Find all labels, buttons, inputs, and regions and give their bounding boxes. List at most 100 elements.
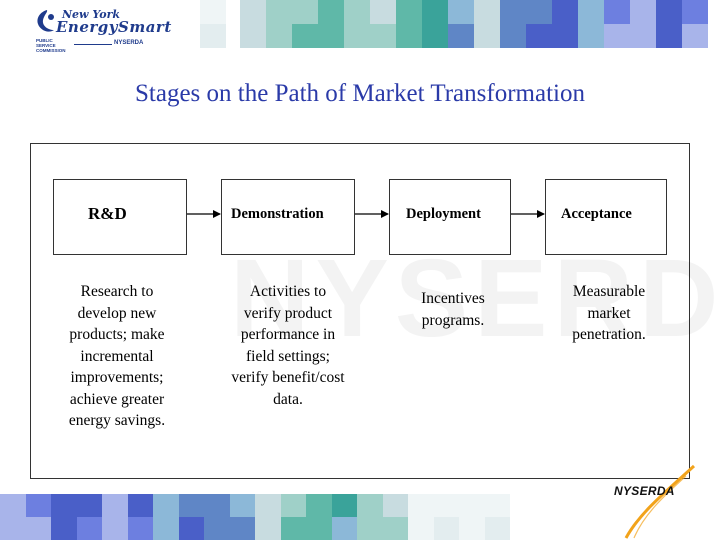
stage-box-acceptance: Acceptance <box>545 179 667 255</box>
stage-description-acceptance: Measurable market penetration. <box>572 283 646 343</box>
mosaic-tile <box>229 517 255 540</box>
mosaic-tile <box>474 0 500 24</box>
mosaic-tile <box>526 24 552 48</box>
diagram-frame <box>30 143 690 479</box>
header-mosaic-banner <box>200 0 720 48</box>
mosaic-tile <box>266 24 292 48</box>
footer-mosaic-banner <box>0 494 530 540</box>
mosaic-tile <box>604 0 630 24</box>
mosaic-tile <box>682 24 708 48</box>
mosaic-tile <box>318 0 344 24</box>
mosaic-tile <box>76 517 102 540</box>
mosaic-tile <box>344 24 370 48</box>
mosaic-tile <box>408 517 434 540</box>
mosaic-tile <box>76 494 102 517</box>
mosaic-tile <box>51 517 77 540</box>
mosaic-tile <box>204 494 230 517</box>
mosaic-tile <box>306 494 332 517</box>
mosaic-tile <box>51 494 77 517</box>
energy-smart-logo: New York EnergySmart PUBLIC SERVICE COMM… <box>34 8 194 53</box>
mosaic-tile <box>630 0 656 24</box>
mosaic-tile <box>331 494 357 517</box>
stage-box-rnd: R&D <box>53 179 187 255</box>
mosaic-tile <box>433 517 459 540</box>
mosaic-tile <box>240 0 266 24</box>
logo-swirl-icon <box>37 10 54 32</box>
mosaic-tile <box>229 494 255 517</box>
stage-label-demonstration: Demonstration <box>231 206 324 222</box>
stage-description-demonstration: Activities to verify product performance… <box>231 283 345 408</box>
mosaic-tile <box>370 24 396 48</box>
footer-nyserda-logo: NYSERDA <box>614 484 675 498</box>
mosaic-tile <box>255 517 281 540</box>
mosaic-tile <box>25 494 51 517</box>
mosaic-tile <box>292 0 318 24</box>
page-title: Stages on the Path of Market Transformat… <box>135 80 585 107</box>
mosaic-tile <box>422 0 448 24</box>
mosaic-tile <box>357 517 383 540</box>
mosaic-tile <box>200 0 226 24</box>
mosaic-tile <box>370 0 396 24</box>
mosaic-tile <box>396 24 422 48</box>
mosaic-tile <box>578 24 604 48</box>
mosaic-tile <box>25 517 51 540</box>
mosaic-tile <box>578 0 604 24</box>
mosaic-tile <box>102 494 128 517</box>
mosaic-tile <box>280 494 306 517</box>
mosaic-tile <box>255 494 281 517</box>
mosaic-tile <box>433 494 459 517</box>
mosaic-tile <box>552 24 578 48</box>
logo-text-nyserda: NYSERDA <box>114 40 144 46</box>
mosaic-tile <box>630 24 656 48</box>
mosaic-tile <box>382 517 408 540</box>
logo-text-psc: PUBLIC SERVICE COMMISSION <box>36 38 66 53</box>
mosaic-tile <box>656 0 682 24</box>
mosaic-tile <box>178 494 204 517</box>
mosaic-tile <box>127 517 153 540</box>
mosaic-tile <box>604 24 630 48</box>
mosaic-tile <box>306 517 332 540</box>
mosaic-tile <box>382 494 408 517</box>
mosaic-tile <box>408 494 434 517</box>
mosaic-tile <box>292 24 318 48</box>
mosaic-tile <box>153 494 179 517</box>
logo-text-new-york: New York <box>62 8 121 21</box>
mosaic-tile <box>344 0 370 24</box>
mosaic-tile <box>280 517 306 540</box>
stage-label-deployment: Deployment <box>406 206 481 222</box>
mosaic-tile <box>484 517 510 540</box>
mosaic-tile <box>204 517 230 540</box>
mosaic-tile <box>526 0 552 24</box>
mosaic-tile <box>448 24 474 48</box>
footer-swoosh-icon <box>624 464 696 539</box>
mosaic-tile <box>552 0 578 24</box>
logo-rule <box>74 44 112 45</box>
logo-text-energy-smart: EnergySmart <box>56 18 172 36</box>
mosaic-tile <box>500 24 526 48</box>
mosaic-tile <box>240 24 266 48</box>
mosaic-tile <box>102 517 128 540</box>
mosaic-tile <box>0 517 26 540</box>
mosaic-tile <box>459 517 485 540</box>
stage-label-acceptance: Acceptance <box>561 206 632 222</box>
mosaic-tile <box>448 0 474 24</box>
mosaic-tile <box>682 0 708 24</box>
mosaic-tile <box>484 494 510 517</box>
mosaic-tile <box>357 494 383 517</box>
mosaic-tile <box>656 24 682 48</box>
stage-box-demonstration: Demonstration <box>221 179 355 255</box>
mosaic-tile <box>331 517 357 540</box>
mosaic-tile <box>178 517 204 540</box>
mosaic-tile <box>266 0 292 24</box>
mosaic-tile <box>474 24 500 48</box>
stage-label-rnd: R&D <box>88 204 127 223</box>
mosaic-tile <box>422 24 448 48</box>
mosaic-tile <box>127 494 153 517</box>
stage-description-deployment: Incentives programs. <box>421 290 485 329</box>
stage-box-deployment: Deployment <box>389 179 511 255</box>
mosaic-tile <box>396 0 422 24</box>
nyserda-watermark: NYSERDA <box>230 235 720 362</box>
mosaic-tile <box>0 494 26 517</box>
mosaic-tile <box>153 517 179 540</box>
mosaic-tile <box>318 24 344 48</box>
